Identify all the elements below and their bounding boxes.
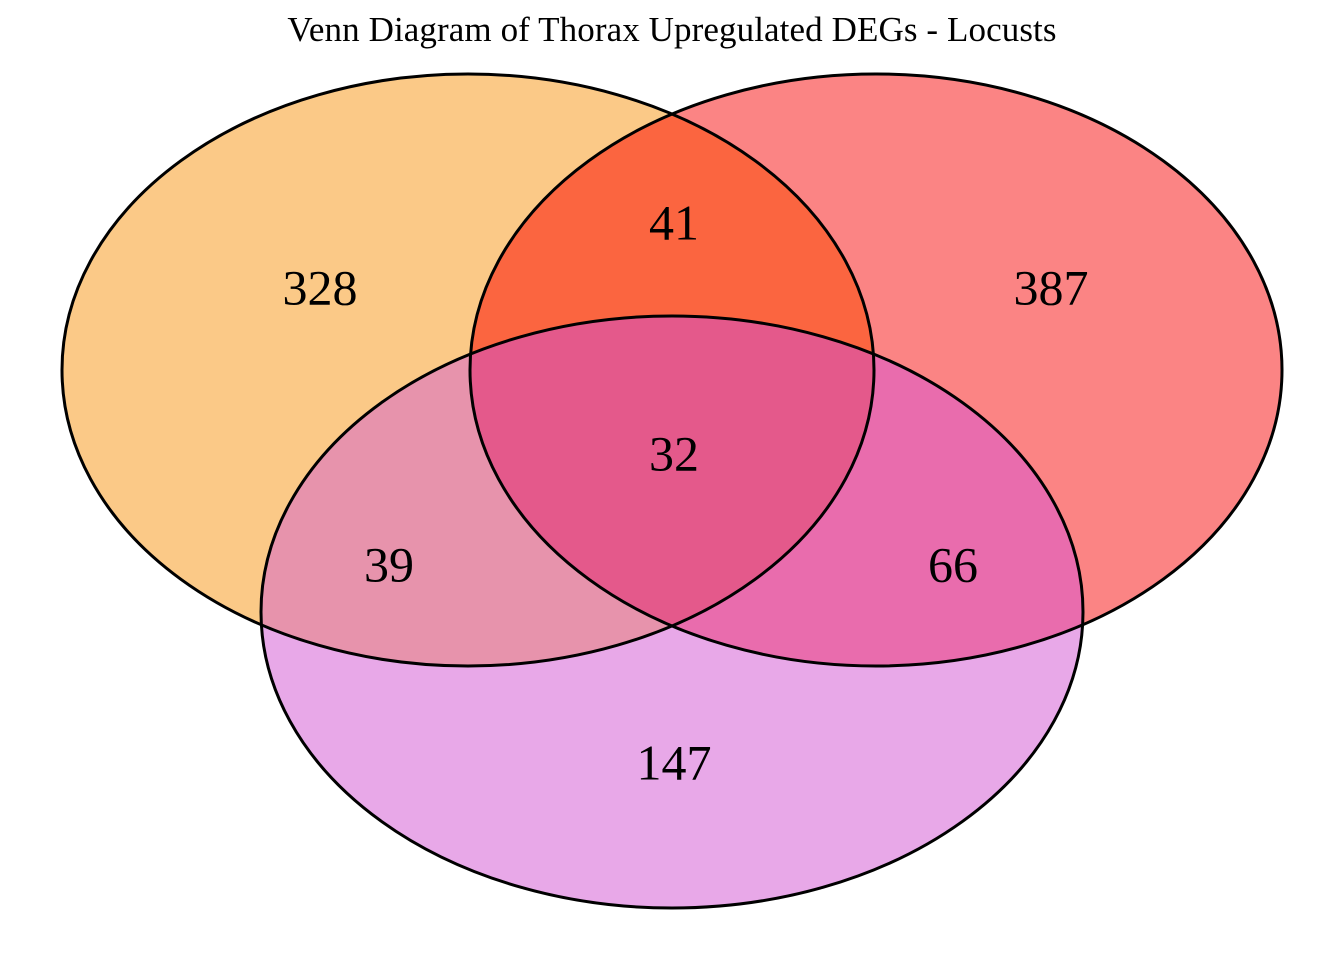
region-label-ac-only: 39 bbox=[364, 536, 414, 592]
overlap-abc-outer bbox=[62, 74, 874, 666]
region-label-bc-only: 66 bbox=[928, 536, 978, 592]
overlap-abc-inner bbox=[62, 74, 874, 666]
region-label-c-only: 147 bbox=[637, 734, 712, 790]
region-label-ab-only: 41 bbox=[649, 194, 699, 250]
venn-set-a-outline bbox=[60, 72, 876, 668]
region-label-a-only: 328 bbox=[283, 259, 358, 315]
region-label-b-only: 387 bbox=[1014, 259, 1089, 315]
venn-overlap-abc-fill[interactable] bbox=[62, 74, 874, 666]
chart-title: Venn Diagram of Thorax Upregulated DEGs … bbox=[287, 10, 1057, 49]
venn-set-c-outline bbox=[259, 314, 1085, 910]
region-label-abc: 32 bbox=[649, 425, 699, 481]
venn-set-b-outline bbox=[468, 72, 1284, 668]
